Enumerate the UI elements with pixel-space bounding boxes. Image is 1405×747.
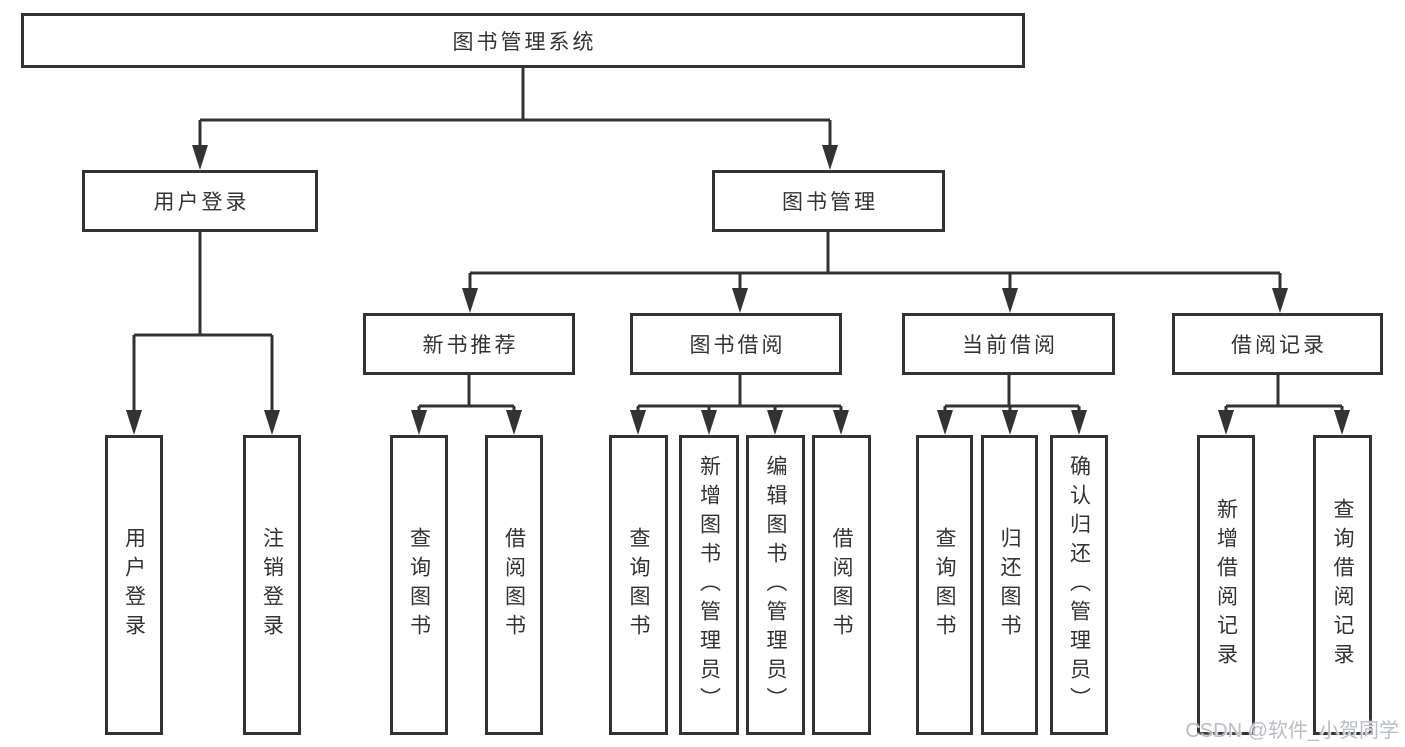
leaf-query-borrow-record: 查询借阅记录 <box>1313 435 1372 735</box>
node-label: 确认归还（管理员） <box>1067 454 1091 716</box>
node-label: 图书借阅 <box>689 334 786 357</box>
node-label: 查询图书 <box>407 527 431 643</box>
leaf-return-books: 归还图书 <box>981 435 1038 735</box>
leaf-query-books-borrow: 查询图书 <box>609 435 668 735</box>
node-label: 注销登录 <box>260 527 284 643</box>
node-label: 查询借阅记录 <box>1331 498 1354 672</box>
leaf-add-borrow-record: 新增借阅记录 <box>1197 435 1255 735</box>
node-label: 图书管理 <box>782 191 878 214</box>
node-label: 归还图书 <box>998 527 1021 643</box>
leaf-add-books-admin: 新增图书（管理员） <box>679 435 739 735</box>
node-label: 新增图书（管理员） <box>697 454 721 716</box>
node-label: 用户登录 <box>153 191 250 214</box>
node-new-book-recommend: 新书推荐 <box>363 313 575 375</box>
node-borrow-records: 借阅记录 <box>1172 313 1383 375</box>
node-label: 新书推荐 <box>422 334 519 357</box>
node-label: 用户登录 <box>122 527 146 643</box>
node-label: 查询图书 <box>627 527 650 643</box>
leaf-borrow-books-recommend: 借阅图书 <box>485 435 543 735</box>
node-book-management-branch: 图书管理 <box>712 170 945 232</box>
leaf-edit-books-admin: 编辑图书（管理员） <box>746 435 805 735</box>
arrowheads <box>126 145 1350 435</box>
node-label: 借阅记录 <box>1231 334 1327 357</box>
node-label: 借阅图书 <box>830 527 853 643</box>
node-label: 新增借阅记录 <box>1214 498 1238 672</box>
leaf-query-books-recommend: 查询图书 <box>390 435 448 735</box>
node-book-borrow: 图书借阅 <box>630 313 842 375</box>
leaf-borrow-books: 借阅图书 <box>812 435 871 735</box>
node-label: 图书管理系统 <box>452 30 597 54</box>
node-current-borrow: 当前借阅 <box>902 313 1115 375</box>
leaf-user-login: 用户登录 <box>105 435 163 735</box>
node-label: 当前借阅 <box>962 334 1058 357</box>
leaf-confirm-return-admin: 确认归还（管理员） <box>1050 435 1108 735</box>
csdn-watermark: CSDN @软件_小贺同学 <box>1185 720 1399 742</box>
node-root-library-system: 图书管理系统 <box>21 13 1025 68</box>
node-label: 借阅图书 <box>502 527 526 643</box>
node-label: 查询图书 <box>933 527 956 643</box>
node-label: 编辑图书（管理员） <box>764 454 787 716</box>
node-user-login-branch: 用户登录 <box>82 170 318 232</box>
leaf-logout: 注销登录 <box>243 435 301 735</box>
leaf-query-books-current: 查询图书 <box>916 435 973 735</box>
